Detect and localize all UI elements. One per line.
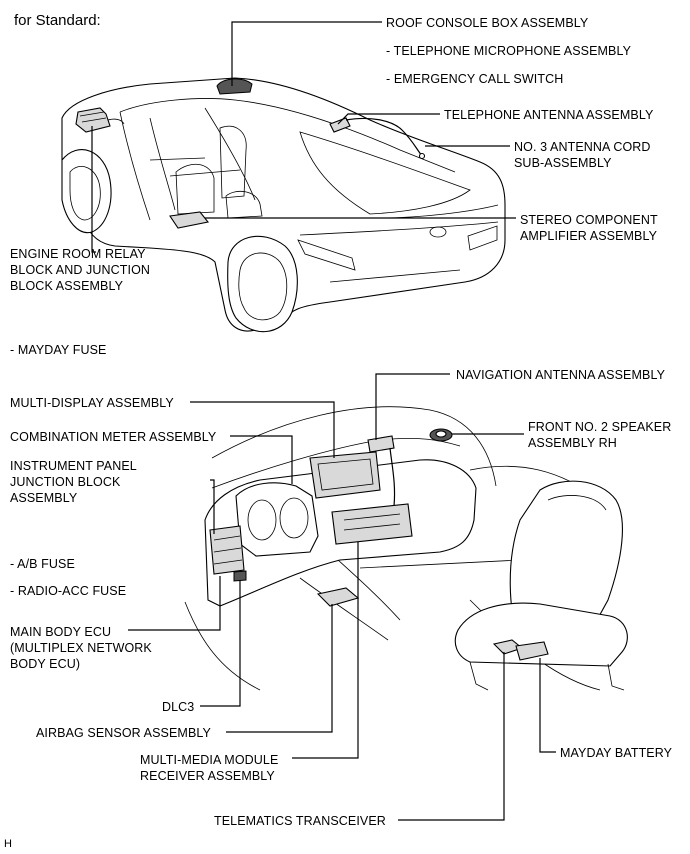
- stereo-amplifier-part: [169, 211, 209, 229]
- label-combination-meter: COMBINATION METER ASSEMBLY: [10, 430, 217, 444]
- leader-lines: [91, 21, 556, 821]
- label-engine-room-relay: ENGINE ROOM RELAY BLOCK AND JUNCTION BLO…: [10, 247, 151, 293]
- label-front-speaker: FRONT NO. 2 SPEAKER ASSEMBLY RH: [528, 420, 672, 450]
- label-airbag-sensor: AIRBAG SENSOR ASSEMBLY: [36, 726, 211, 740]
- dlc3-part: [233, 570, 247, 582]
- label-emergency-call-switch: - EMERGENCY CALL SWITCH: [386, 72, 564, 86]
- roof-console-part: [216, 78, 253, 95]
- mayday-battery-part: [515, 641, 549, 661]
- instrument-panel-jb-part: [209, 525, 245, 575]
- label-telephone-antenna: TELEPHONE ANTENNA ASSEMBLY: [444, 108, 654, 122]
- label-main-body-ecu: MAIN BODY ECU (MULTIPLEX NETWORK BODY EC…: [10, 625, 152, 671]
- label-stereo-amplifier: STEREO COMPONENT AMPLIFIER ASSEMBLY: [520, 213, 658, 243]
- navigation-antenna-part: [367, 435, 395, 453]
- label-navigation-antenna: NAVIGATION ANTENNA ASSEMBLY: [456, 368, 666, 382]
- label-antenna-cord: NO. 3 ANTENNA CORD SUB-ASSEMBLY: [514, 140, 651, 170]
- multi-display-part: [309, 451, 381, 499]
- label-multi-display: MULTI-DISPLAY ASSEMBLY: [10, 396, 174, 410]
- label-dlc3: DLC3: [162, 700, 195, 714]
- telephone-antenna-part: [329, 117, 351, 133]
- label-mayday-fuse: - MAYDAY FUSE: [10, 343, 107, 357]
- label-radio-acc-fuse: - RADIO-ACC FUSE: [10, 584, 127, 598]
- combination-meter-part: [235, 482, 319, 557]
- front-speaker-part: [429, 428, 453, 442]
- airbag-sensor-part: [316, 587, 360, 607]
- figure-code: H: [4, 838, 13, 850]
- vehicle-illustration: [61, 77, 506, 333]
- label-roof-console: ROOF CONSOLE BOX ASSEMBLY: [386, 16, 589, 30]
- label-ab-fuse: - A/B FUSE: [10, 557, 75, 571]
- label-mayday-battery: MAYDAY BATTERY: [560, 746, 673, 760]
- diagram-header: for Standard:: [14, 12, 101, 29]
- antenna-cord-part: [345, 117, 423, 157]
- label-telephone-microphone: - TELEPHONE MICROPHONE ASSEMBLY: [386, 44, 632, 58]
- multimedia-receiver-part: [331, 503, 413, 545]
- label-instrument-panel-jb: INSTRUMENT PANEL JUNCTION BLOCK ASSEMBLY: [10, 459, 137, 505]
- label-multimedia-receiver: MULTI-MEDIA MODULE RECEIVER ASSEMBLY: [140, 753, 279, 783]
- label-telematics-transceiver: TELEMATICS TRANSCEIVER: [214, 814, 386, 828]
